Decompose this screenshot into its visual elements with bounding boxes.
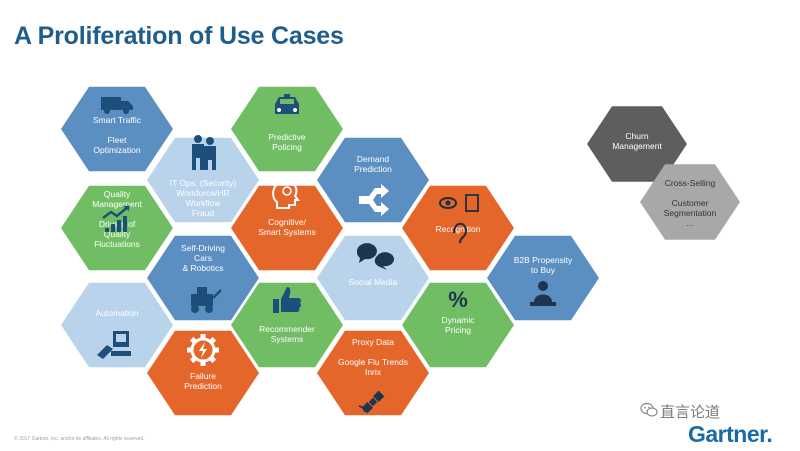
hex-label: Prediction (184, 381, 222, 391)
hex-label: Management (92, 199, 142, 209)
page-title: A Proliferation of Use Cases (14, 22, 344, 50)
thumbs-up-icon (273, 287, 302, 313)
people-icon (192, 135, 216, 170)
hex-label: Management (612, 141, 662, 151)
svg-text:%: % (448, 287, 468, 312)
hex-shape (402, 282, 514, 368)
hex-label: Cars (194, 253, 212, 263)
hex-quality-management: QualityManagementDrivers ofQualityFluctu… (61, 185, 173, 271)
trend-chart-icon (102, 205, 130, 232)
chat-bubbles-icon (356, 243, 395, 270)
hex-shape (231, 185, 343, 271)
person-laptop-icon (530, 281, 556, 306)
hex-label: Social Media (349, 277, 398, 287)
hex-label: Demand (357, 154, 389, 164)
hex-label: Prediction (354, 164, 392, 174)
police-car-icon (275, 94, 299, 114)
footer-copyright: © 2017 Gartner, Inc. and/or its affiliat… (14, 436, 145, 442)
hex-label: Inrix (365, 367, 382, 377)
gartner-logo: Gartner. (688, 421, 773, 447)
hex-label: Smart Systems (258, 227, 316, 237)
hex-label: Self-Driving (181, 243, 225, 253)
hex-label: B2B Propensity (514, 255, 573, 265)
hex-label: Quality (104, 229, 131, 239)
wechat-icon (640, 402, 658, 417)
hex-social-media: Social Media (317, 235, 429, 321)
hex-cognitive-systems: Cognitive/Smart Systems (231, 180, 343, 271)
hex-label: Fraud (192, 208, 214, 218)
hex-cross-selling: Cross-SellingCustomerSegmentation... (640, 164, 740, 240)
hex-label: to Buy (531, 265, 556, 275)
hex-label: Fluctuations (94, 239, 140, 249)
truck-icon (101, 97, 133, 114)
hex-label: Workforce/HR (176, 188, 229, 198)
hex-shape (402, 185, 514, 271)
hex-shape (317, 137, 429, 223)
hex-shape (147, 235, 259, 321)
robot-arm-icon (97, 331, 131, 359)
hex-label: Workflow (186, 198, 222, 208)
hex-label: Cross-Selling (665, 178, 716, 188)
hex-label: Smart Traffic (93, 115, 142, 125)
hex-label: Optimization (93, 145, 141, 155)
hex-label: Quality (104, 189, 131, 199)
hex-label: Dynamic (441, 315, 475, 325)
hex-label: Proxy Data (352, 337, 394, 347)
hex-shape (317, 235, 429, 321)
hex-shape (61, 86, 173, 172)
hex-recognition: Recognition (402, 185, 514, 271)
hex-label: Failure (190, 371, 216, 381)
hex-label: Pricing (445, 325, 471, 335)
hex-label: Customer (672, 198, 709, 208)
hex-shape (487, 235, 599, 321)
hex-shape (317, 330, 429, 416)
hex-shape (147, 330, 259, 416)
hex-shape (231, 86, 343, 172)
watermark-text: 直言论道 (660, 403, 721, 421)
hex-automation: Automation (61, 282, 173, 368)
hex-label: Predictive (268, 132, 306, 142)
hex-label: Google Flu Trends (338, 357, 408, 367)
hex-label: Segmentation (664, 208, 717, 218)
hex-shape (640, 164, 740, 240)
hex-label: IT Ops, (Security) (170, 178, 237, 188)
hex-label: Recommender (259, 324, 315, 334)
percent-icon: % (448, 287, 468, 312)
hex-label: Policing (272, 142, 302, 152)
hex-shape (147, 137, 259, 223)
hex-shape (61, 282, 173, 368)
eye-ear-icon (439, 194, 479, 244)
hex-label: Recognition (436, 224, 481, 234)
hex-shape (231, 282, 343, 368)
brain-head-icon (272, 180, 300, 209)
hex-label: Cognitive/ (268, 217, 306, 227)
robot-icon (191, 287, 222, 313)
hex-label: Churn (625, 131, 648, 141)
hex-label: Fleet (108, 135, 128, 145)
hex-label: & Robotics (182, 263, 223, 273)
hex-shape (587, 106, 687, 182)
branch-arrow-icon (359, 184, 389, 216)
hex-label: Systems (271, 334, 304, 344)
hex-label: Automation (96, 308, 139, 318)
gear-lightning-icon (187, 334, 219, 366)
hex-label: ... (686, 218, 693, 228)
hex-it-ops: IT Ops, (Security)Workforce/HRWorkflowFr… (147, 135, 259, 223)
